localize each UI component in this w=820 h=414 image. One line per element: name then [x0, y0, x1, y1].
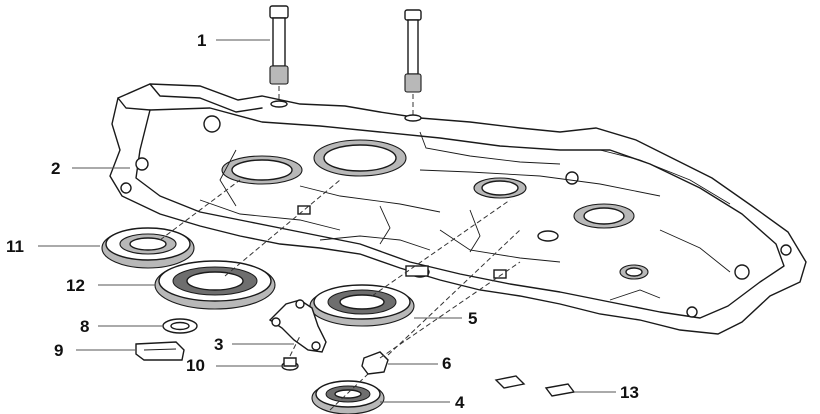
callout-2: 2 — [51, 159, 61, 178]
callout-13: 13 — [620, 383, 639, 402]
callout-9: 9 — [54, 341, 64, 360]
callout-8: 8 — [80, 317, 90, 336]
screw-10 — [281, 335, 301, 371]
shims-13 — [494, 375, 576, 397]
bracket-9 — [135, 341, 185, 361]
leader-lines — [38, 39, 616, 403]
dowel-pin-right — [404, 9, 422, 122]
washer-8 — [162, 318, 198, 334]
plate-3 — [268, 299, 327, 353]
callout-10: 10 — [186, 356, 205, 375]
callout-11: 11 — [6, 237, 24, 256]
callout-12: 12 — [66, 276, 85, 295]
bearing-11 — [101, 179, 241, 269]
bearing-4 — [311, 229, 521, 414]
callout-4: 4 — [455, 393, 465, 412]
bolt-6 — [361, 261, 521, 375]
callout-6: 6 — [442, 354, 452, 373]
bearing-12 — [154, 179, 341, 310]
crankcase-housing — [109, 83, 807, 335]
dowel-pin-left — [269, 5, 289, 108]
callout-1: 1 — [197, 31, 207, 50]
callout-3: 3 — [214, 335, 224, 354]
bearing-5 — [309, 199, 511, 327]
callout-5: 5 — [468, 309, 478, 328]
